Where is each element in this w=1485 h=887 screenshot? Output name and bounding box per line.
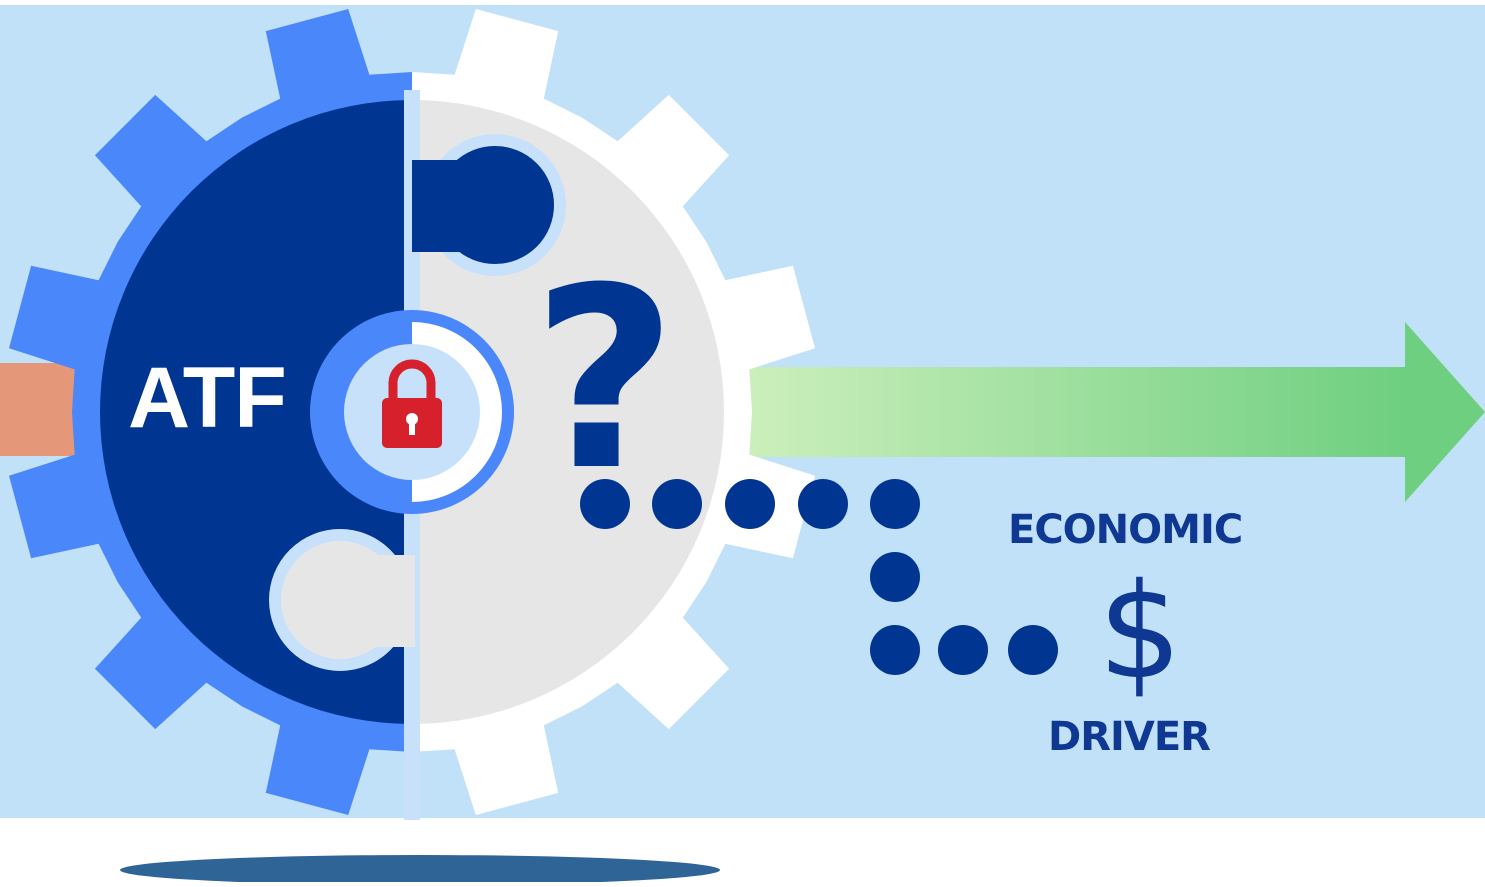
- arrow-shaft: [700, 367, 1408, 457]
- floor-shadow: [120, 855, 720, 885]
- path-dot: [870, 479, 920, 529]
- path-dot: [798, 479, 848, 529]
- growth-arrow-icon: [700, 322, 1485, 502]
- padlock-keyhole-slot: [409, 421, 415, 435]
- path-dot: [652, 479, 702, 529]
- path-dot: [870, 625, 920, 675]
- arrow-head: [1405, 322, 1485, 502]
- padlock-shackle: [388, 359, 436, 402]
- path-dot: [1008, 625, 1058, 675]
- economic-label: ECONOMIC: [1008, 507, 1243, 553]
- path-dot: [725, 479, 775, 529]
- dotted-path: [580, 479, 1058, 675]
- padlock-icon: [382, 359, 442, 448]
- path-dot: [938, 625, 988, 675]
- puzzle-knob-top-neck: [412, 160, 482, 252]
- puzzle-knob-bottom-neck: [345, 555, 415, 647]
- path-dot: [580, 479, 630, 529]
- path-dot: [870, 552, 920, 602]
- driver-label: DRIVER: [1048, 714, 1211, 760]
- dollar-icon: $: [1098, 555, 1182, 709]
- question-mark-icon: ?: [532, 234, 678, 525]
- atf-label: ATF: [128, 350, 287, 446]
